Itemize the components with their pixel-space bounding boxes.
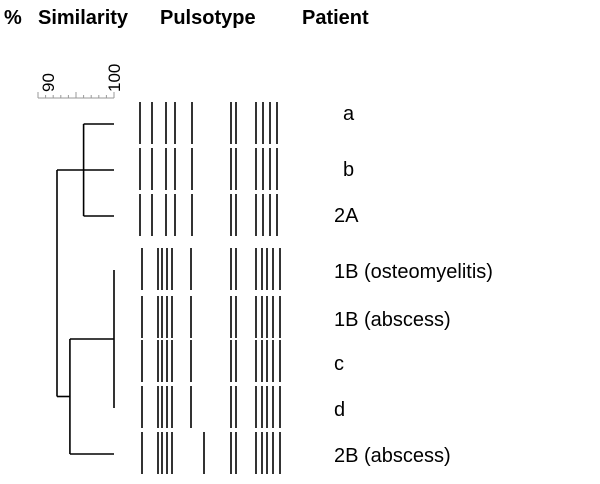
patient-label: b <box>343 159 354 181</box>
patient-label: d <box>334 399 345 421</box>
patient-label: c <box>334 353 344 375</box>
patient-label: 2A <box>334 205 359 227</box>
pulsotype-bands <box>139 102 281 474</box>
patient-label: 2B (abscess) <box>334 445 451 467</box>
pulsotype-header: Pulsotype <box>160 7 256 29</box>
similarity-scale: 90 100 <box>37 64 124 99</box>
scale-label-100: 100 <box>105 64 124 92</box>
patient-label: 1B (abscess) <box>334 309 451 331</box>
percent-header: % <box>4 7 22 29</box>
patient-header: Patient <box>302 7 369 29</box>
patient-label: a <box>343 103 355 125</box>
similarity-header: Similarity <box>38 7 129 29</box>
dendrogram <box>56 123 115 455</box>
scale-label-90: 90 <box>39 73 58 92</box>
scale-ticks <box>37 92 115 98</box>
patient-label: 1B (osteomyelitis) <box>334 261 493 283</box>
patient-labels: a b 2A 1B (osteomyelitis) 1B (abscess) c d 2B (… <box>334 103 493 467</box>
